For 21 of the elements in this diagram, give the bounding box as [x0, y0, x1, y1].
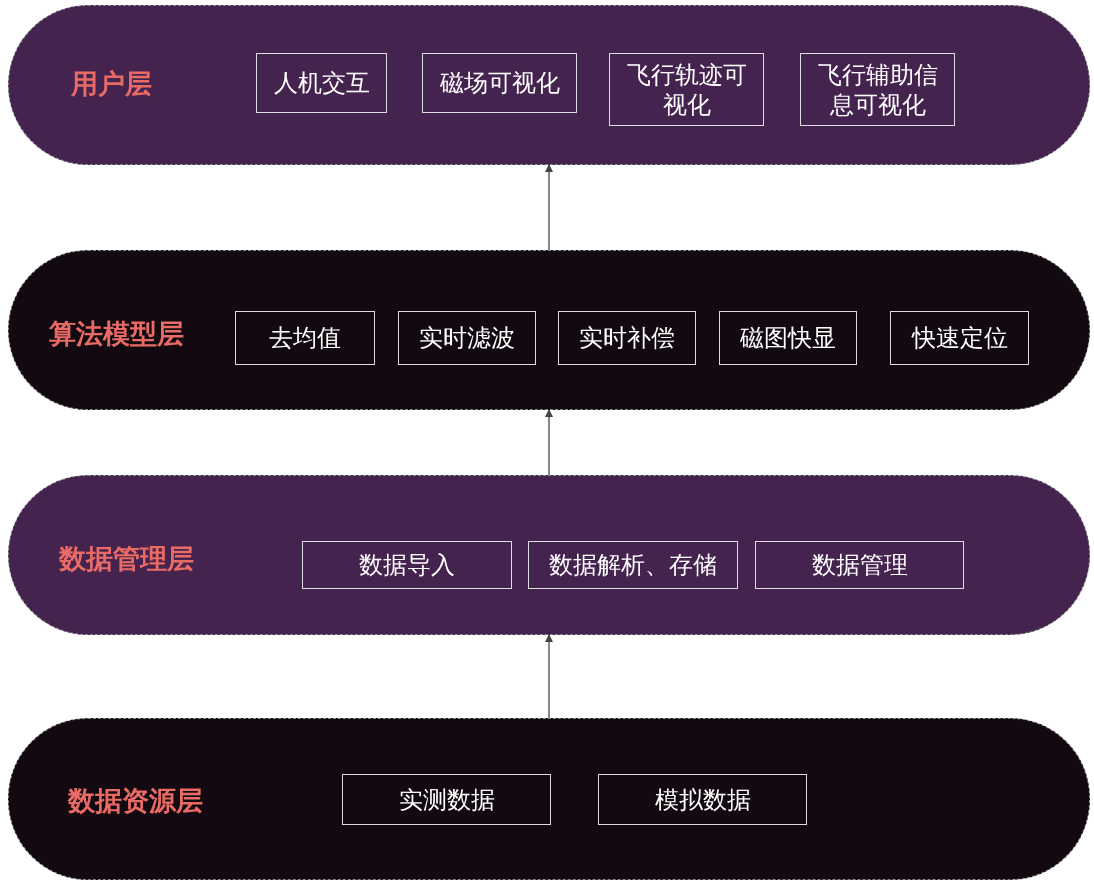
- module-box: 数据导入: [302, 541, 512, 589]
- arrow: [545, 634, 553, 719]
- module-box: 快速定位: [890, 311, 1029, 365]
- module-box: 磁场可视化: [422, 53, 577, 113]
- module-box: 去均值: [235, 311, 375, 365]
- module-box: 飞行辅助信息可视化: [800, 53, 955, 126]
- layer-title: 算法模型层: [49, 317, 184, 351]
- layer-title: 数据资源层: [68, 784, 203, 818]
- arrow: [545, 409, 553, 476]
- module-box: 磁图快显: [719, 311, 857, 365]
- module-box: 实时滤波: [398, 311, 536, 365]
- layer-title: 用户层: [71, 67, 152, 101]
- module-box: 实时补偿: [558, 311, 696, 365]
- module-box: 实测数据: [342, 774, 551, 825]
- module-box: 数据解析、存储: [528, 541, 738, 589]
- module-box: 人机交互: [256, 53, 387, 113]
- layer-title: 数据管理层: [59, 542, 194, 576]
- module-box: 飞行轨迹可视化: [609, 53, 764, 126]
- module-box: 数据管理: [755, 541, 964, 589]
- arrow: [545, 164, 553, 251]
- module-box: 模拟数据: [598, 774, 807, 825]
